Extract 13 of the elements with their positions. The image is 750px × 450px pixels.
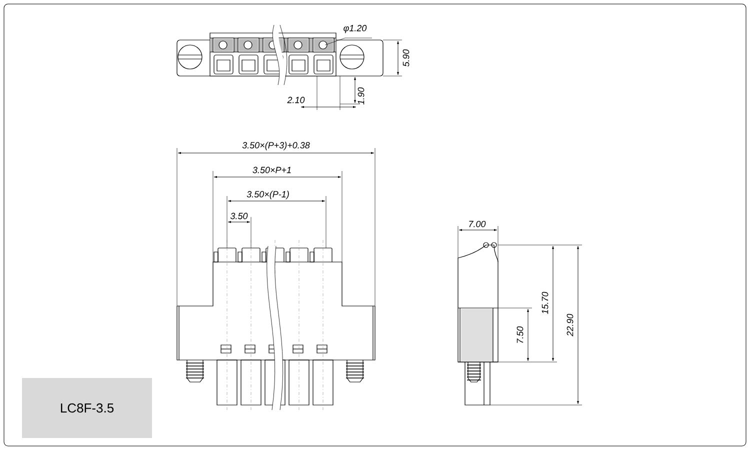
dimension-label: 22.90 <box>566 314 574 336</box>
model-label-box: LC8F-3.5 <box>22 378 152 438</box>
dimension-label: 15.70 <box>542 292 548 314</box>
dimension-label: 1.90 <box>358 87 364 105</box>
dimension-label: 3.50×(P+3)+0.38 <box>242 142 310 150</box>
dimension-label: 5.90 <box>402 49 410 67</box>
dimension-label: 2.10 <box>287 96 305 104</box>
dimension-label: φ1.20 <box>344 24 367 34</box>
dimension-label: 7.00 <box>469 220 486 228</box>
dimension-label: 3.50 <box>230 212 248 220</box>
dimension-label: 7.50 <box>516 326 524 343</box>
dimension-label: 3.50×P+1 <box>252 166 291 174</box>
dimension-label: 3.50×(P-1) <box>246 190 289 200</box>
